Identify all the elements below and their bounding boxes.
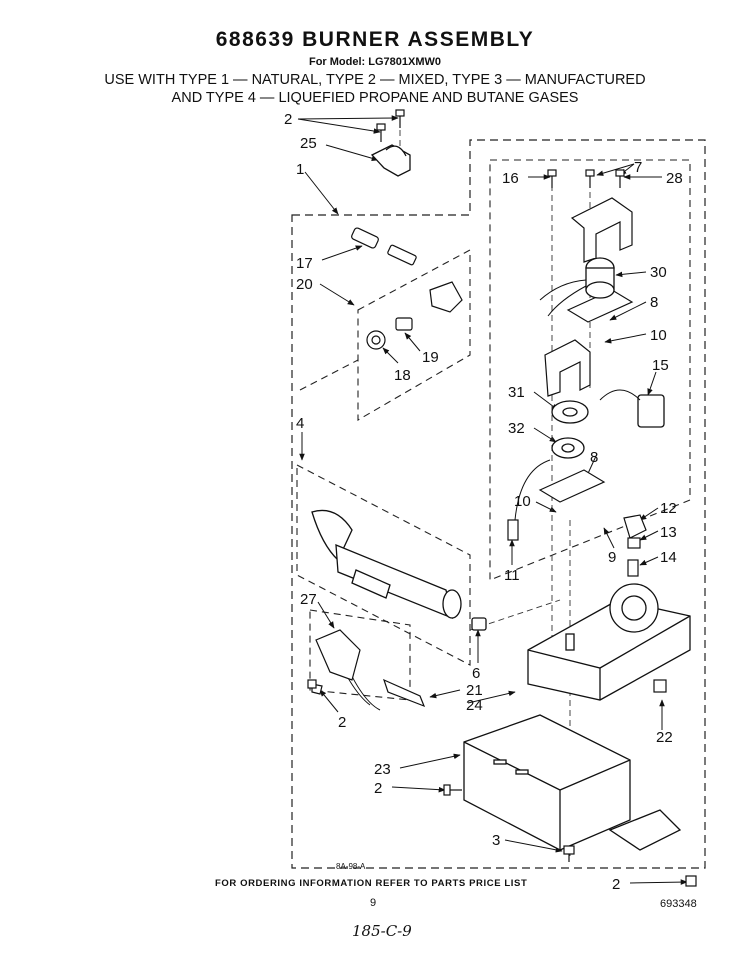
callout-10b: 10	[514, 493, 531, 510]
callout-18: 18	[394, 367, 411, 384]
part-bracket-23	[463, 714, 682, 851]
part-screws-bottom	[307, 679, 697, 887]
callout-16: 16	[502, 170, 519, 187]
burner-tube-box	[296, 464, 471, 666]
callout-2b: 2	[338, 714, 346, 731]
part-fittings	[351, 227, 463, 350]
model-label: For Model: LG7801XMW0	[308, 56, 442, 68]
callout-9: 9	[608, 549, 616, 566]
callout-31: 31	[508, 384, 525, 401]
callout-21: 21	[466, 682, 483, 699]
valve-subassembly-boundary	[489, 159, 691, 581]
callout-6: 6	[472, 665, 480, 682]
part-small-fittings	[507, 514, 667, 693]
callout-4: 4	[296, 415, 304, 432]
part-coils	[551, 257, 665, 459]
callout-30: 30	[650, 264, 667, 281]
part-valve-brackets	[538, 197, 634, 503]
callout-2c: 2	[374, 780, 382, 797]
callout-2: 2	[284, 111, 292, 128]
callout-8b: 8	[590, 449, 598, 466]
leader-lines	[297, 115, 688, 885]
callout-23: 23	[374, 761, 391, 778]
part-burner-tube	[311, 509, 487, 631]
callout-2d: 2	[612, 876, 620, 893]
igniter-box	[309, 609, 411, 701]
callout-13: 13	[660, 524, 677, 541]
part-bracket-25	[370, 144, 411, 177]
callout-25: 25	[300, 135, 317, 152]
callout-15: 15	[652, 357, 669, 374]
document-number: 693348	[660, 898, 697, 910]
part-valve-body-24	[527, 583, 691, 701]
callout-24: 24	[466, 697, 483, 714]
callout-8: 8	[650, 294, 658, 311]
fitting-subassembly-box	[299, 249, 471, 421]
callout-22: 22	[656, 729, 673, 746]
callout-3: 3	[492, 832, 500, 849]
usage-line-1: USE WITH TYPE 1 — NATURAL, TYPE 2 — MIXE…	[104, 72, 646, 88]
callout-28: 28	[666, 170, 683, 187]
assembly-boundary	[291, 139, 706, 869]
handwritten-note: 185-C-9	[352, 922, 412, 940]
callout-32: 32	[508, 420, 525, 437]
callout-1: 1	[296, 161, 304, 178]
callout-14: 14	[660, 549, 677, 566]
part-igniter	[311, 629, 426, 708]
callout-20: 20	[296, 276, 313, 293]
page-title: 688639 BURNER ASSEMBLY	[215, 28, 535, 51]
page-number: 9	[370, 897, 377, 909]
diagram-code: 8A-98-A	[336, 862, 366, 871]
usage-line-2: AND TYPE 4 — LIQUEFIED PROPANE AND BUTAN…	[171, 90, 579, 106]
callout-17: 17	[296, 255, 313, 272]
callout-12: 12	[660, 500, 677, 517]
ordering-note: FOR ORDERING INFORMATION REFER TO PARTS …	[215, 878, 528, 889]
callout-11: 11	[504, 567, 520, 584]
callout-10: 10	[650, 327, 667, 344]
callout-7: 7	[634, 159, 642, 176]
callout-19: 19	[422, 349, 439, 366]
part-screws-top	[376, 109, 625, 188]
callout-labels: 2 25 1 17 20 19 18 4 16 7 28 30 8 10 15 …	[284, 111, 683, 893]
callout-27: 27	[300, 591, 317, 608]
